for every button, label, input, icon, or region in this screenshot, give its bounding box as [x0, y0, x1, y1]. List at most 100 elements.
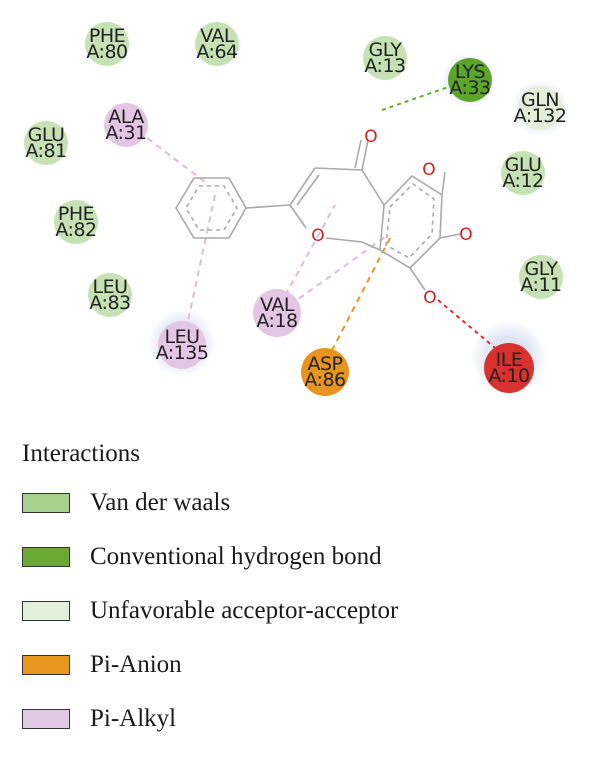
residue-name: GLY — [525, 258, 559, 280]
atom-o-carbonyl: O — [364, 127, 377, 147]
legend: Interactions Van der waals Conventional … — [22, 432, 582, 746]
residue-chain: A:33 — [449, 77, 490, 99]
bond-c2-c3-double — [296, 174, 320, 206]
pi-anion-line-asp86 — [322, 237, 391, 369]
pi-alkyl-line-leu135 — [184, 194, 216, 336]
residue-disc — [448, 58, 492, 102]
bond-c2-o1 — [289, 204, 307, 229]
residue-name: VAL — [260, 294, 295, 316]
swatch-unfavorable-acceptor-acceptor — [22, 601, 70, 621]
bond-c7-o7 — [409, 267, 426, 291]
residue-chain: A:83 — [89, 292, 130, 314]
residue-name: GLN — [521, 89, 559, 111]
residue-disc — [518, 86, 562, 130]
swatch-pi-alkyl — [22, 709, 70, 729]
residue-name: GLU — [28, 124, 65, 146]
bond-c6-o6 — [439, 233, 461, 239]
legend-item-unfavorable-acceptor-acceptor: Unfavorable acceptor-acceptor — [22, 584, 582, 638]
legend-label: Conventional hydrogen bond — [90, 543, 382, 570]
residue-disc — [195, 22, 239, 66]
residue-chain: A:64 — [196, 41, 238, 63]
bond-c8a-c8 — [361, 241, 381, 251]
atom-o-7: O — [423, 288, 436, 308]
bond-carbonyl — [361, 139, 369, 171]
oxygen-atoms: O O O O O — [311, 127, 472, 308]
ligand-molecule — [175, 139, 461, 291]
residue-name: PHE — [58, 203, 94, 225]
residue-disc — [24, 121, 68, 165]
residue-name: ALA — [108, 106, 144, 128]
swatch-pi-anion — [22, 655, 70, 675]
residue-chain: A:12 — [502, 170, 543, 192]
residue-name: ILE — [496, 349, 523, 371]
residue-chain: A:18 — [256, 310, 297, 332]
residue-chain: A:81 — [25, 140, 66, 162]
atom-o-ring: O — [311, 226, 324, 246]
legend-item-pi-alkyl: Pi-Alkyl — [22, 692, 582, 746]
bond-c3-c4 — [314, 167, 363, 171]
residue-chain: A:10 — [488, 365, 529, 387]
residue-name: GLY — [369, 39, 403, 61]
bond-c5-o5 — [441, 171, 446, 196]
legend-title: Interactions — [22, 440, 141, 467]
residue-chain: A:13 — [364, 55, 405, 77]
unfavorable-line-ile10 — [437, 299, 501, 353]
residue-chain: A:11 — [520, 274, 561, 296]
residue-chain: A:132 — [514, 105, 567, 127]
residue-name: VAL — [200, 25, 235, 47]
residue-disc — [484, 343, 534, 393]
residue-name: PHE — [89, 25, 125, 47]
residue-disc — [88, 273, 132, 317]
legend-item-van-der-waals: Van der waals — [22, 476, 582, 530]
atom-o-6: O — [459, 225, 472, 245]
residue-name: LEU — [93, 276, 128, 298]
residue-chain: A:31 — [105, 122, 146, 144]
legend-label: Pi-Alkyl — [90, 705, 177, 732]
residue-name: ASP — [307, 353, 342, 375]
residue-disc — [104, 103, 148, 147]
residue-disc — [301, 348, 349, 396]
residue-chain: A:80 — [86, 41, 127, 63]
residue-chain: A:82 — [55, 219, 96, 241]
residue-name: GLU — [505, 154, 542, 176]
residue-name: LYS — [455, 61, 485, 83]
residue-name: LEU — [165, 326, 200, 348]
residue-disc — [519, 255, 563, 299]
legend-label: Van der waals — [90, 489, 231, 516]
residue-chain: A:86 — [304, 369, 345, 391]
residue-chain: A:135 — [156, 342, 209, 364]
pi-alkyl-line-val18-a — [279, 204, 336, 306]
legend-label: Unfavorable acceptor-acceptor — [90, 597, 399, 624]
phenyl-link-bond — [245, 204, 291, 209]
residue-disc — [54, 200, 98, 244]
swatch-conventional-hydrogen-bond — [22, 547, 70, 567]
bond-c2-c3 — [289, 167, 316, 206]
residue-disc — [85, 22, 129, 66]
legend-item-conventional-hydrogen-bond: Conventional hydrogen bond — [22, 530, 582, 584]
phenyl-ring — [175, 177, 247, 239]
legend-label: Pi-Anion — [90, 651, 182, 678]
residue-disc — [363, 36, 407, 80]
bond-carbonyl-double — [354, 139, 362, 169]
swatch-van-der-waals — [22, 493, 70, 513]
phenyl-ring-inner — [185, 185, 238, 231]
hbond-line-lys33 — [381, 82, 461, 111]
residue-disc — [158, 321, 206, 369]
legend-item-pi-anion: Pi-Anion — [22, 638, 582, 692]
